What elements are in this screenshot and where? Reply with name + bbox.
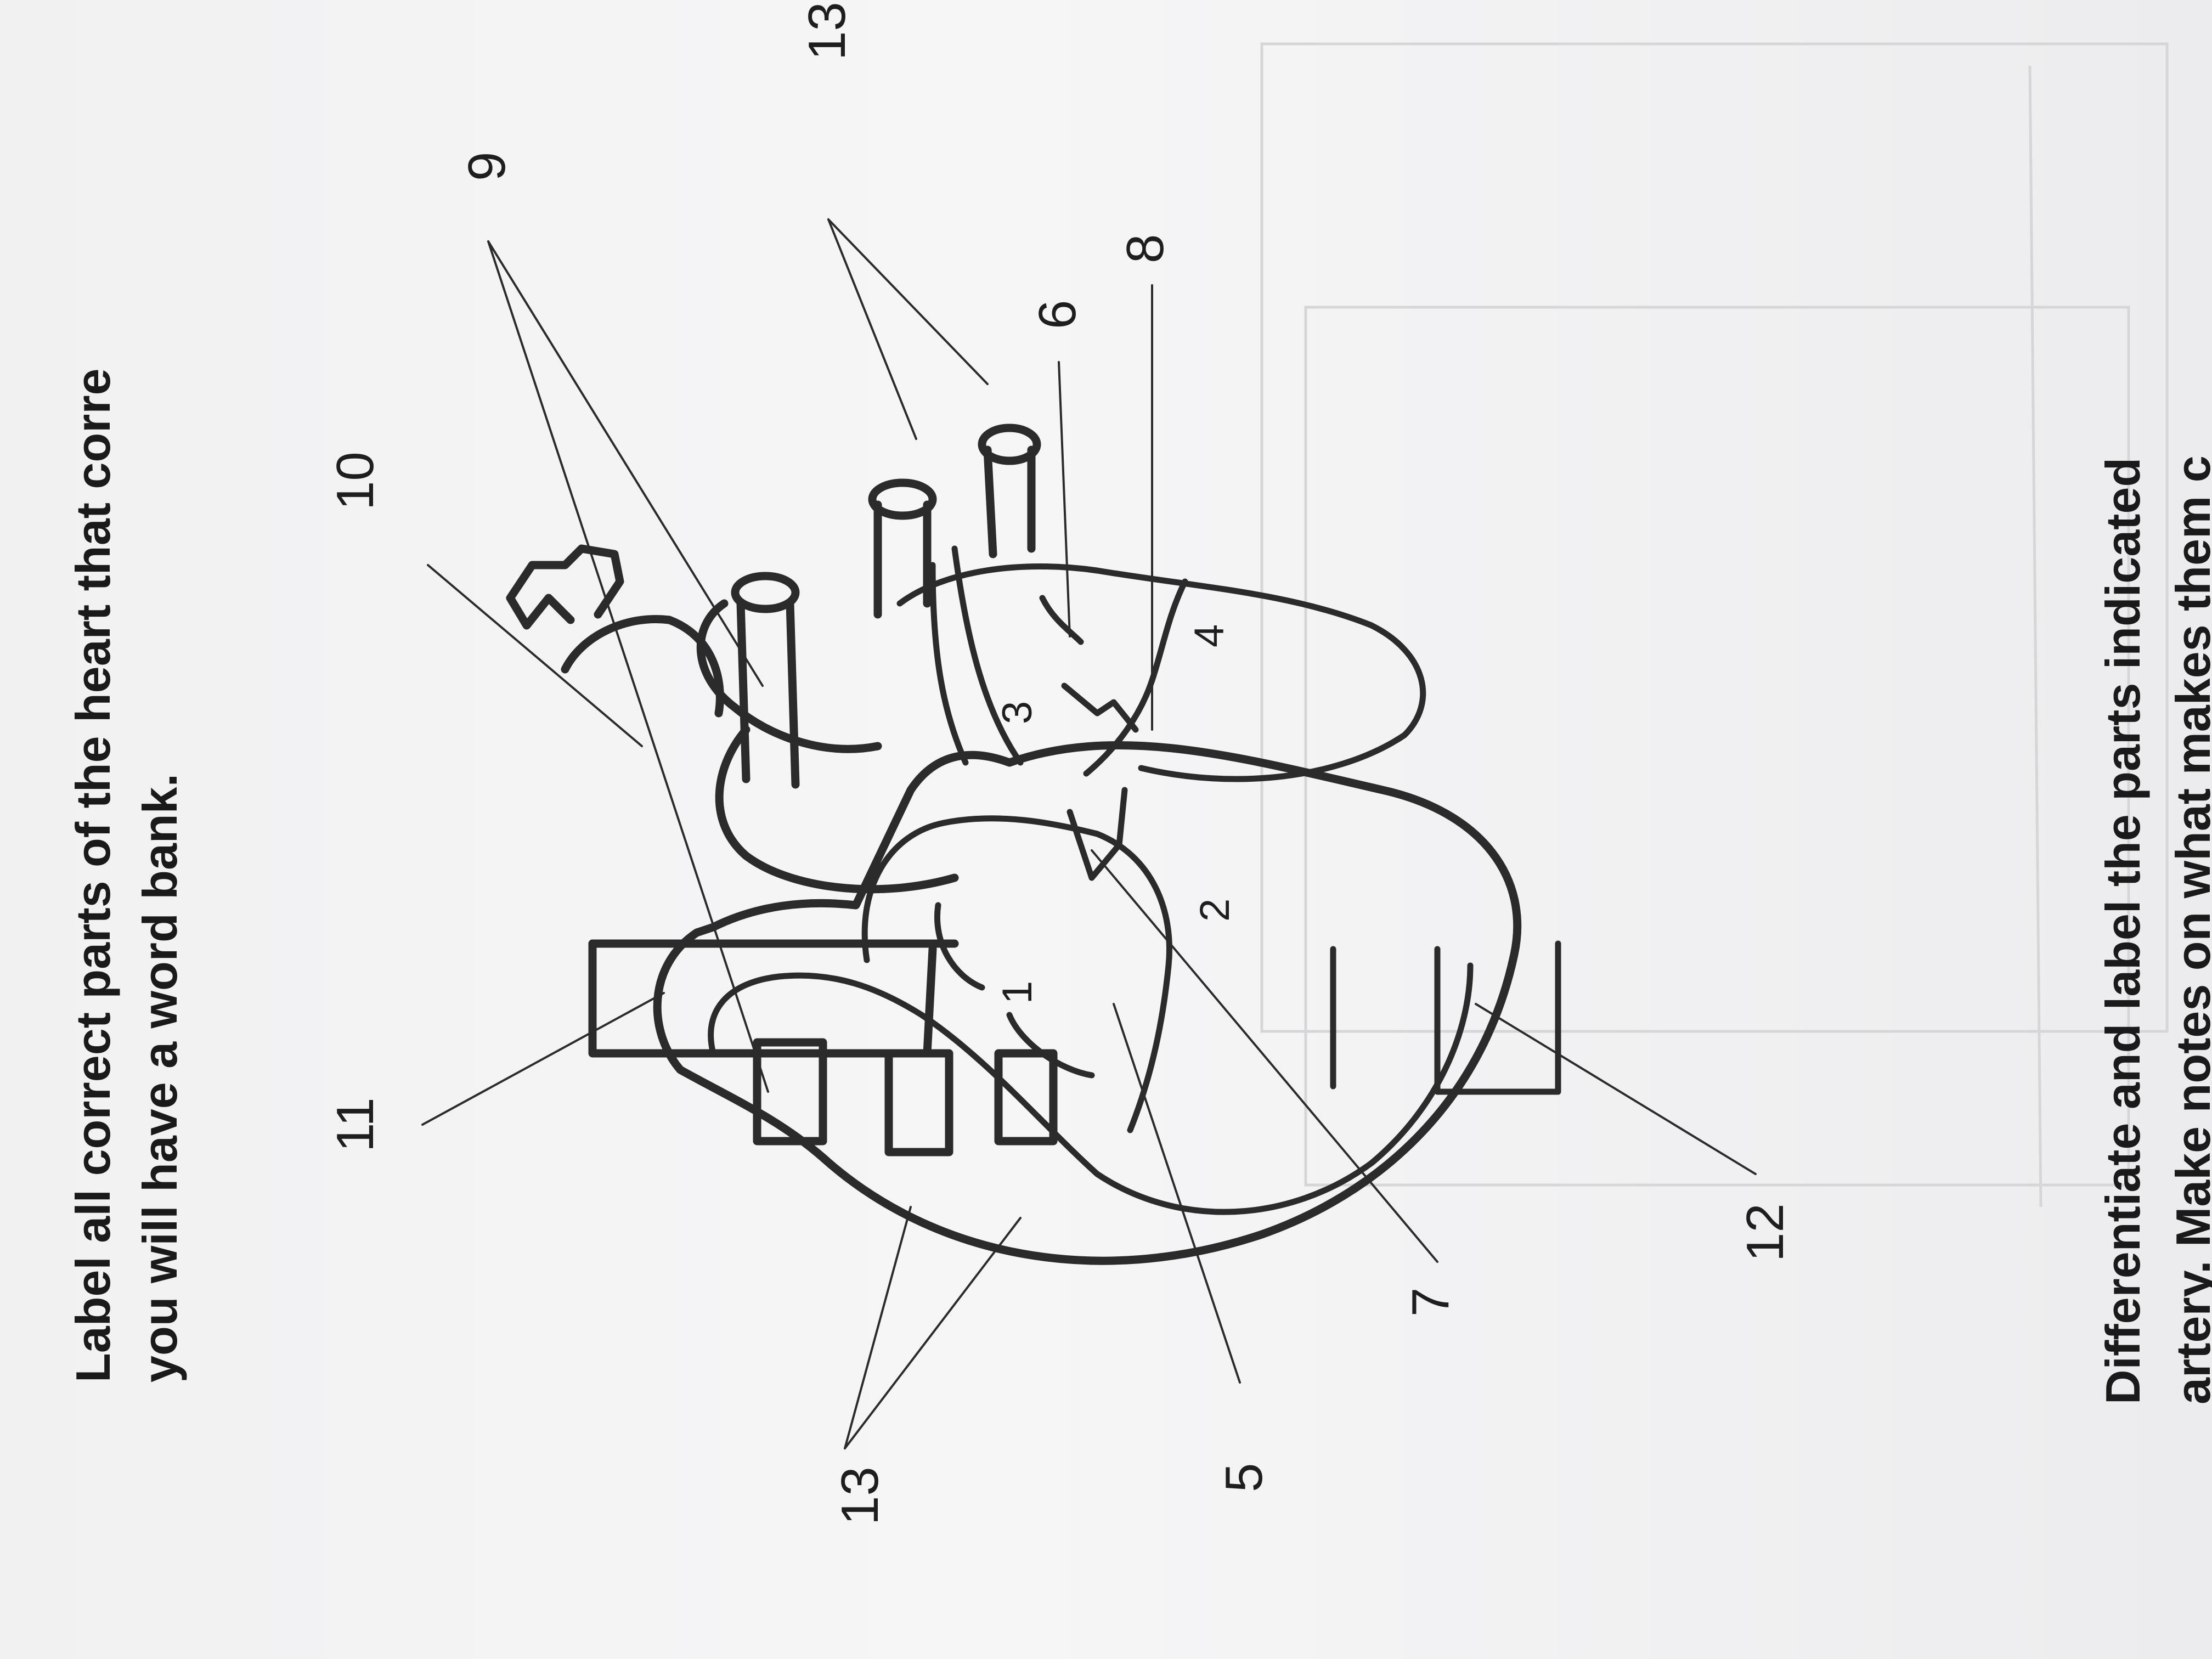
vessel-stub-left-2	[884, 1049, 953, 1156]
leader-6	[1058, 361, 1071, 637]
aorta-trunk	[588, 939, 937, 1058]
leader-5	[1113, 1003, 1241, 1384]
question-line-2: artery. Make notes on what makes them c	[2166, 455, 2212, 1404]
leader-13-bottom-b	[844, 1217, 1022, 1449]
inferior-vena-cava	[1330, 940, 1561, 1095]
label-12: 12	[1736, 1203, 1795, 1262]
label-13-bottom: 13	[831, 1466, 889, 1525]
leader-7	[1091, 849, 1438, 1263]
label-4: 4	[1186, 624, 1233, 647]
leader-13-top-b	[827, 218, 917, 440]
label-9: 9	[458, 152, 516, 181]
question-text: Differentiate and label the parts indica…	[2096, 455, 2212, 1404]
leader-13-bottom-a	[844, 1206, 912, 1449]
heart-outer-wall	[653, 741, 1522, 1265]
pulmonary-trunk	[561, 615, 724, 718]
pulmonary-vein-upper-2	[983, 445, 1036, 558]
leader-9a	[487, 240, 769, 1093]
pulmonary-vein-upper-2-opening	[978, 424, 1041, 465]
label-1: 1	[994, 981, 1041, 1004]
leader-9b	[487, 240, 764, 687]
label-3: 3	[994, 701, 1041, 724]
label-7: 7	[1401, 1288, 1460, 1317]
leader-10	[427, 564, 643, 747]
right-ventricle-outline	[861, 815, 1172, 1133]
label-5: 5	[1215, 1463, 1273, 1492]
heart-inner-wall	[708, 962, 1474, 1215]
heart-drawing	[506, 424, 1561, 1265]
leader-12	[1475, 1003, 1757, 1175]
instruction-line-2: you will have a word bank.	[133, 774, 187, 1383]
callout-numbers: 11 10 9 13 6 8 3 4 1 2 13 5 7 12	[326, 2, 1795, 1525]
label-2: 2	[1192, 899, 1238, 922]
aortic-valve-notch	[1039, 595, 1084, 645]
aortic-arch	[696, 599, 959, 894]
leader-11	[421, 992, 665, 1126]
instruction-line-1: Label all correct parts of the heart tha…	[66, 368, 120, 1383]
left-atrium-wall	[929, 545, 1024, 766]
superior-vena-cava	[736, 599, 800, 789]
left-ventricle-outline	[896, 563, 1426, 782]
label-11: 11	[326, 1097, 385, 1152]
leader-13-top-a	[827, 218, 989, 385]
label-6: 6	[1028, 300, 1087, 329]
mitral-valve	[1061, 682, 1139, 733]
tricuspid-valve	[1066, 787, 1128, 881]
vessel-stub-left-3	[994, 1049, 1058, 1146]
superior-vena-cava-opening	[731, 572, 800, 613]
pulmonary-artery-branches	[506, 544, 624, 630]
leader-lines	[421, 218, 1757, 1449]
pulmonary-vein-upper-1	[873, 500, 932, 619]
vessel-stub-left-1	[753, 1038, 827, 1146]
label-13-top: 13	[798, 2, 856, 60]
label-8: 8	[1116, 234, 1175, 263]
question-line-1: Differentiate and label the parts indica…	[2096, 458, 2150, 1404]
bleed-through-marks	[1260, 42, 2169, 1207]
pulmonary-vein-upper-1-opening	[868, 478, 937, 520]
instruction-text: Label all correct parts of the heart tha…	[66, 368, 187, 1383]
right-atrium-curve-upper	[934, 902, 985, 991]
label-10: 10	[326, 452, 385, 510]
